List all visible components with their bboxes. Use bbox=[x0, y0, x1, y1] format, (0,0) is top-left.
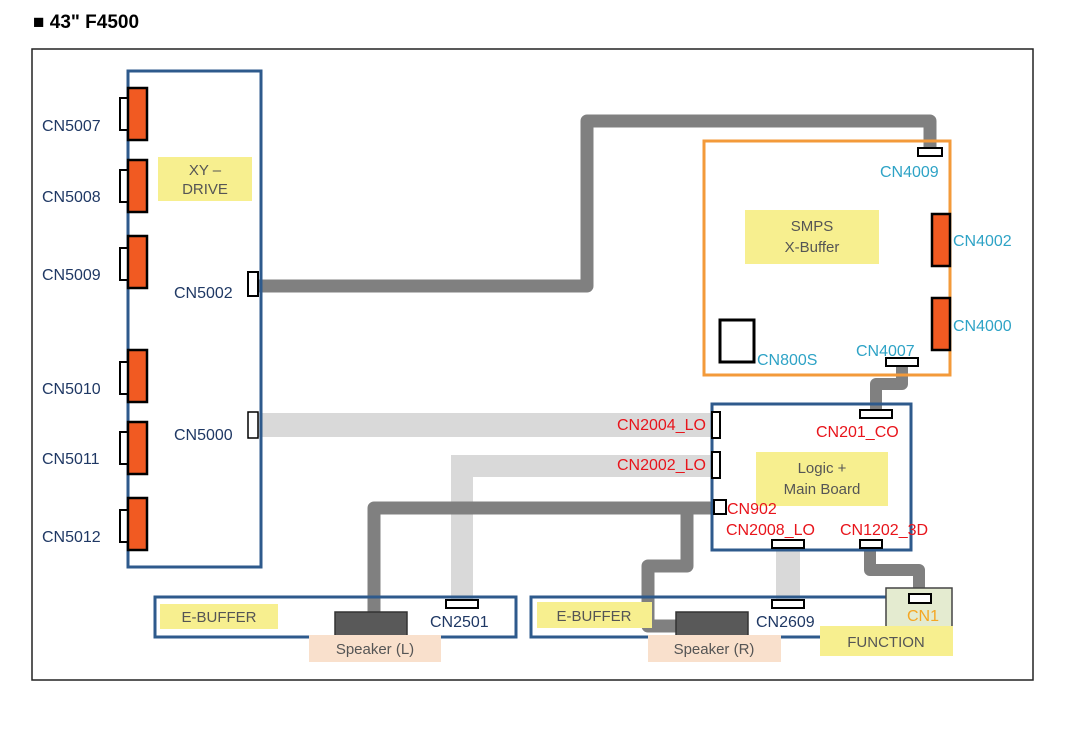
speaker-right-connector bbox=[675, 611, 749, 637]
label-cn5007: CN5007 bbox=[42, 118, 101, 135]
label-cn5009: CN5009 bbox=[42, 267, 101, 284]
speaker-left-label: Speaker (L) bbox=[336, 641, 414, 658]
label-cn800s: CN800S bbox=[757, 352, 817, 369]
connector-cn2609 bbox=[771, 599, 805, 609]
left-connectors bbox=[119, 86, 149, 552]
cable-cn5002-cn4009 bbox=[251, 114, 937, 293]
label-cn902: CN902 bbox=[727, 501, 777, 518]
function-label-box bbox=[820, 626, 953, 656]
xy-drive-label-box bbox=[158, 157, 252, 201]
label-cn1202: CN1202_3D bbox=[840, 522, 928, 539]
connector-cn1202 bbox=[859, 539, 883, 549]
connector-cn4000 bbox=[930, 296, 952, 352]
speaker-right-label: Speaker (R) bbox=[674, 641, 755, 658]
connector-cn4002 bbox=[930, 212, 952, 268]
connector-cn201 bbox=[859, 409, 893, 419]
connector-cn902 bbox=[713, 499, 727, 515]
connector-cn800s bbox=[718, 318, 756, 364]
xy-drive-label-line1: XY – bbox=[189, 162, 222, 179]
label-cn5000: CN5000 bbox=[174, 427, 233, 444]
outer-frame bbox=[31, 48, 1034, 681]
connector-cn4009 bbox=[917, 147, 943, 157]
label-cn2501: CN2501 bbox=[430, 614, 489, 631]
connector-cn2004 bbox=[711, 411, 721, 439]
e-buffer-right-label-box bbox=[537, 602, 652, 628]
smps-label-line2: X-Buffer bbox=[785, 239, 840, 256]
page-title: ■ 43" F4500 bbox=[33, 12, 140, 33]
speaker-left-connector bbox=[334, 611, 408, 637]
e-buffer-left-label: E-BUFFER bbox=[182, 609, 257, 626]
label-cn4007: CN4007 bbox=[856, 343, 915, 360]
label-cn2609: CN2609 bbox=[756, 614, 815, 631]
label-cn201: CN201_CO bbox=[816, 424, 899, 441]
label-cn4002: CN4002 bbox=[953, 233, 1012, 250]
label-cn5010: CN5010 bbox=[42, 381, 101, 398]
xy-drive-board bbox=[126, 69, 263, 569]
connector-cn2008 bbox=[771, 539, 805, 549]
e-buffer-right-label: E-BUFFER bbox=[557, 608, 632, 625]
label-cn5008: CN5008 bbox=[42, 189, 101, 206]
connector-cn4007 bbox=[885, 357, 919, 367]
xy-drive-label-line2: DRIVE bbox=[182, 181, 228, 198]
logic-label-line1: Logic + bbox=[798, 460, 847, 477]
label-cn2004: CN2004_LO bbox=[617, 417, 706, 434]
speaker-left-label-box bbox=[309, 635, 441, 662]
label-cn5012: CN5012 bbox=[42, 529, 101, 546]
label-cn4000: CN4000 bbox=[953, 318, 1012, 335]
connector-cn2501 bbox=[445, 599, 479, 609]
label-cn1: CN1 bbox=[907, 608, 939, 625]
connector-cn1 bbox=[908, 593, 932, 604]
cable-cn902-speaker-left bbox=[367, 501, 720, 612]
function-label: FUNCTION bbox=[847, 634, 925, 651]
e-buffer-left-label-box bbox=[160, 604, 278, 629]
cable-cn2002-cn2501 bbox=[451, 455, 718, 604]
label-cn5011: CN5011 bbox=[42, 451, 100, 468]
label-cn5002: CN5002 bbox=[174, 285, 233, 302]
logic-label-line2: Main Board bbox=[784, 481, 861, 498]
label-cn2002: CN2002_LO bbox=[617, 457, 706, 474]
smps-label-box bbox=[745, 210, 879, 264]
cable-cn902-speaker-right bbox=[641, 508, 694, 633]
cable-cn1202-cn1 bbox=[864, 546, 925, 595]
speaker-right-label-box bbox=[648, 635, 781, 662]
smps-label-line1: SMPS bbox=[791, 218, 834, 235]
connector-cn2002 bbox=[711, 451, 721, 479]
logic-label-box bbox=[756, 452, 888, 506]
connector-cn5002 bbox=[247, 271, 259, 297]
connector-cn5000 bbox=[247, 411, 259, 439]
label-cn4009: CN4009 bbox=[880, 164, 939, 181]
label-cn2008: CN2008_LO bbox=[726, 522, 815, 539]
